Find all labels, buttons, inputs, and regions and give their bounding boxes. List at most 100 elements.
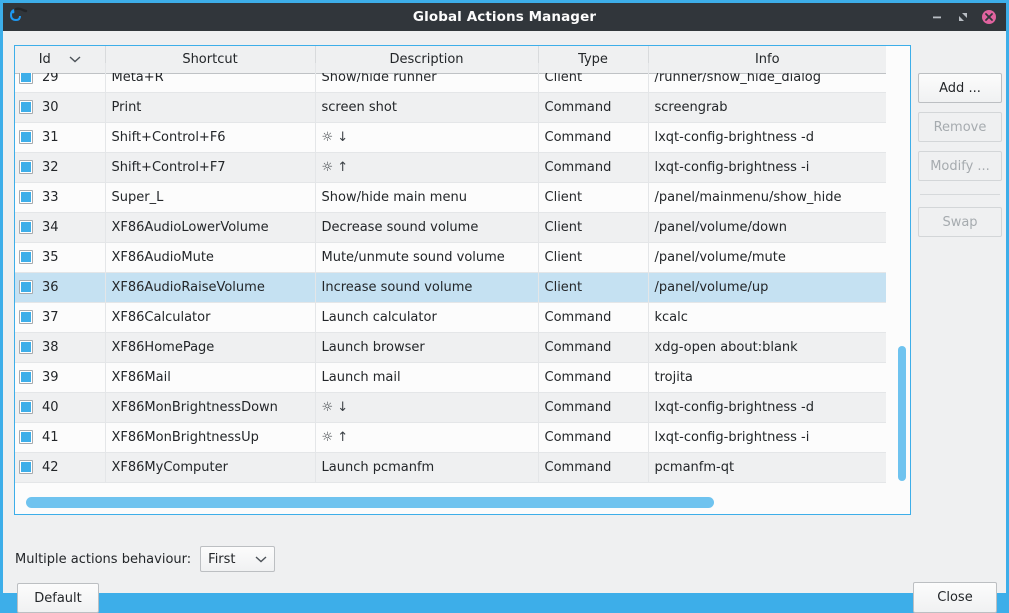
close-icon[interactable] [981,9,997,25]
cell-info: /panel/volume/mute [648,242,886,273]
minimize-icon[interactable] [929,9,945,25]
cell-type: Command [538,392,649,423]
multiple-actions-behaviour-row: Multiple actions behaviour: First [15,546,276,572]
enabled-checkbox-icon[interactable] [19,460,33,474]
cell-shortcut: XF86HomePage [105,332,316,363]
cell-id: 37 [15,302,106,333]
dialog-body: Id Shortcut Description [3,31,1006,613]
cell-type: Client [538,182,649,213]
enabled-checkbox-icon[interactable] [19,430,33,444]
row-id-label: 33 [42,189,59,205]
enabled-checkbox-icon[interactable] [19,130,33,144]
cell-info: /panel/mainmenu/show_hide [648,182,886,213]
cell-description: ☼ ↑ [315,152,539,183]
cell-shortcut: XF86Mail [105,362,316,393]
column-header-id[interactable]: Id [15,46,106,74]
cell-id: 35 [15,242,106,273]
actions-table-panel: Id Shortcut Description [14,45,911,515]
enabled-checkbox-icon[interactable] [19,160,33,174]
behaviour-label: Multiple actions behaviour: [15,551,192,567]
cell-info: screengrab [648,92,886,123]
add-button[interactable]: Add ... [918,73,1002,103]
enabled-checkbox-icon[interactable] [19,220,33,234]
row-id-label: 37 [42,309,59,325]
cell-id: 36 [15,272,106,303]
swap-button[interactable]: Swap [918,207,1002,237]
chevron-down-icon [69,55,81,63]
cell-shortcut: XF86MonBrightnessDown [105,392,316,423]
cell-info: /panel/volume/down [648,212,886,243]
cell-info: lxqt-config-brightness -i [648,422,886,453]
cell-type: Client [538,242,649,273]
default-button[interactable]: Default [17,583,99,613]
window-title: Global Actions Manager [412,9,597,25]
table-header: Id Shortcut Description [15,46,886,74]
row-id-label: 30 [42,99,59,115]
remove-button[interactable]: Remove [918,112,1002,142]
cell-type: Command [538,452,649,483]
cell-info: lxqt-config-brightness -d [648,122,886,153]
cell-type: Client [538,272,649,303]
row-id-label: 34 [42,219,59,235]
column-label-id: Id [38,51,51,67]
row-id-label: 36 [42,279,59,295]
horizontal-scrollbar-track[interactable] [15,494,910,510]
cell-type: Command [538,332,649,363]
cell-type: Command [538,362,649,393]
column-header-info[interactable]: Info [648,46,886,74]
cell-id: 31 [15,122,106,153]
behaviour-select[interactable]: First [200,546,276,572]
maximize-icon[interactable] [955,9,971,25]
cell-info: /panel/volume/up [648,272,886,303]
column-header-shortcut[interactable]: Shortcut [105,46,316,74]
enabled-checkbox-icon[interactable] [19,310,33,324]
cell-description: Launch calculator [315,302,539,333]
enabled-checkbox-icon[interactable] [19,250,33,264]
cell-type: Client [538,212,649,243]
actions-table-scroll-area[interactable]: Id Shortcut Description [15,46,910,514]
column-header-description[interactable]: Description [315,46,539,74]
enabled-checkbox-icon[interactable] [19,400,33,414]
horizontal-scrollbar-thumb[interactable] [26,497,714,508]
cell-shortcut: XF86MonBrightnessUp [105,422,316,453]
cell-description: Decrease sound volume [315,212,539,243]
chevron-down-icon [255,552,267,567]
row-id-label: 29 [42,69,59,85]
vertical-scrollbar-thumb[interactable] [898,346,906,481]
cell-id: 42 [15,452,106,483]
enabled-checkbox-icon[interactable] [19,280,33,294]
column-header-type[interactable]: Type [538,46,649,74]
row-id-label: 42 [42,459,59,475]
cell-shortcut: Shift+Control+F7 [105,152,316,183]
cell-shortcut: XF86Calculator [105,302,316,333]
cell-id: 39 [15,362,106,393]
enabled-checkbox-icon[interactable] [19,340,33,354]
modify-button[interactable]: Modify ... [918,151,1002,181]
actions-table: Id Shortcut Description [15,46,886,483]
enabled-checkbox-icon[interactable] [19,190,33,204]
cell-shortcut: XF86AudioMute [105,242,316,273]
cell-description: Launch browser [315,332,539,363]
cell-id: 33 [15,182,106,213]
cell-description: Launch pcmanfm [315,452,539,483]
enabled-checkbox-icon[interactable] [19,100,33,114]
close-button[interactable]: Close [913,582,997,613]
cell-description: screen shot [315,92,539,123]
enabled-checkbox-icon[interactable] [19,370,33,384]
cell-description: Increase sound volume [315,272,539,303]
